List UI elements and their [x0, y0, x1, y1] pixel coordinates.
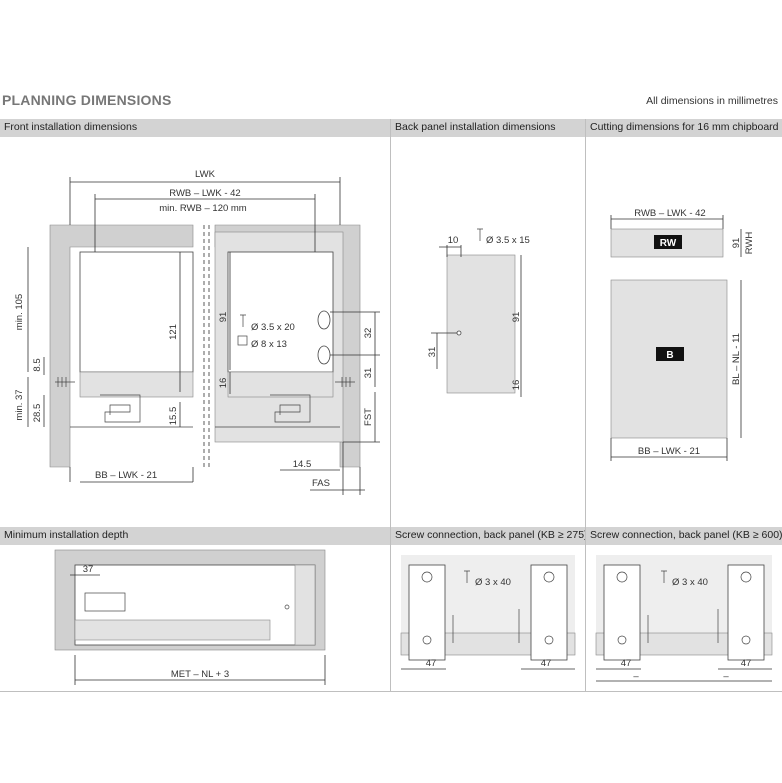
front-screw-hole: [317, 345, 331, 365]
header-cutting: Cutting dimensions for 16 mm chipboard: [586, 119, 782, 137]
dim-32: 32: [363, 328, 374, 339]
dim-cut-bb: BB – LWK - 21: [638, 446, 700, 457]
dim-rwb: RWB – LWK - 42: [169, 188, 240, 199]
drawer-side-right: [227, 251, 334, 373]
label-screw275: Ø 3 x 40: [475, 577, 511, 588]
dim-cut-bl: BL – NL - 11: [731, 333, 742, 385]
header-back: Back panel installation dimensions: [391, 119, 585, 137]
dim-min105: min. 105: [14, 294, 25, 330]
dim-min37: min. 37: [14, 389, 25, 420]
label-rw: RW: [660, 238, 677, 249]
cabinet-left-wall: [49, 224, 194, 468]
dim-fst: FST: [363, 408, 374, 426]
screw275-diagram: Ø 3 x 40 47 47: [400, 555, 576, 670]
bracket-right: [727, 564, 765, 661]
dim-met: MET – NL + 3: [171, 669, 229, 680]
back-panel-diagram: 10 Ø 3.5 x 15 91 16 31: [427, 228, 530, 397]
dim-cut-91: 91: [731, 238, 742, 249]
dim-back-31: 31: [427, 347, 438, 358]
dim-bb: BB – LWK - 21: [95, 470, 157, 481]
bracket-left: [603, 564, 641, 661]
dim-600-47b: 47: [741, 658, 752, 669]
label-screw-13: Ø 8 x 13: [251, 339, 287, 350]
header-depth: Minimum installation depth: [0, 527, 390, 545]
dim-16: 16: [218, 378, 229, 389]
grid-divider: [0, 691, 782, 692]
runner-profile-right: [270, 394, 311, 423]
dim-275-47a: 47: [426, 658, 437, 669]
dim-15-5: 15.5: [168, 407, 179, 426]
dim-cut-rwb: RWB – LWK - 42: [634, 208, 705, 219]
front-screw-hole: [317, 310, 331, 330]
dim-275-47b: 47: [541, 658, 552, 669]
label-screw-20: Ø 3.5 x 20: [251, 322, 295, 333]
depth-diagram: 37 MET – NL + 3: [54, 549, 326, 685]
dim-depth-37: 37: [83, 564, 94, 575]
dim-28-5: 28.5: [32, 404, 43, 423]
screw600-diagram: Ø 3 x 40 47 47 – –: [595, 555, 773, 682]
dim-back-16: 16: [511, 380, 522, 391]
grid-divider: [585, 119, 586, 692]
runner-right: [227, 371, 334, 398]
runner-profile-left: [100, 394, 141, 423]
header-front: Front installation dimensions: [0, 119, 390, 137]
front-installation-diagram: LWK RWB – LWK - 42 min. RWB – 120 mm min…: [14, 169, 380, 495]
runner-left: [79, 371, 194, 398]
page-subtitle: All dimensions in millimetres: [646, 95, 778, 107]
cutting-diagram: RWB – LWK - 42 RW 91 RWH B BL – NL - 11 …: [610, 208, 755, 461]
bracket-left: [408, 564, 446, 661]
dim-lwk: LWK: [195, 169, 216, 180]
grid-divider: [390, 119, 391, 692]
label-back-screw: Ø 3.5 x 15: [486, 235, 530, 246]
dim-cut-rwh: RWH: [744, 232, 755, 255]
label-screw600: Ø 3 x 40: [672, 577, 708, 588]
dim-min-rwb: min. RWB – 120 mm: [159, 203, 247, 214]
dim-91: 91: [218, 312, 229, 323]
dim-31: 31: [363, 368, 374, 379]
dim-14-5: 14.5: [293, 459, 312, 470]
dim-600-dash1: –: [633, 671, 639, 682]
header-screw600: Screw connection, back panel (KB ≥ 600): [586, 527, 782, 545]
page-title: PLANNING DIMENSIONS: [2, 92, 172, 108]
drawer-side-left: [79, 251, 194, 373]
header-screw275: Screw connection, back panel (KB ≥ 275): [391, 527, 585, 545]
back-panel-shape: [446, 254, 516, 394]
dim-121: 121: [168, 324, 179, 340]
dim-fas: FAS: [312, 478, 330, 489]
label-b: B: [666, 350, 673, 361]
dim-600-dash2: –: [723, 671, 729, 682]
dim-back-10: 10: [448, 235, 459, 246]
dim-8-5: 8.5: [32, 358, 43, 371]
dim-back-91: 91: [511, 312, 522, 323]
bracket-right: [530, 564, 568, 661]
dim-600-47a: 47: [621, 658, 632, 669]
